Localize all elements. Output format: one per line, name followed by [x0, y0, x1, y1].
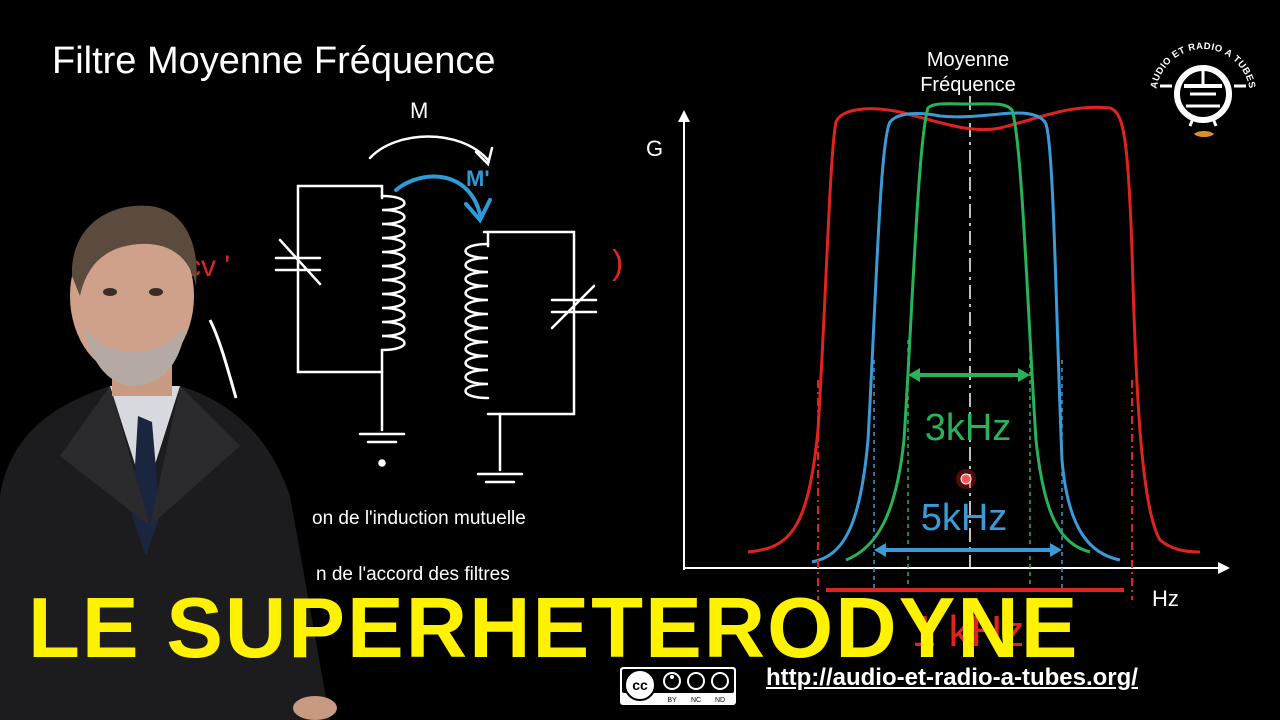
left-coil: [380, 194, 406, 352]
y-axis-label: G: [646, 136, 663, 161]
right-coil: [464, 242, 490, 400]
caption-mutual-induction: on de l'induction mutuelle: [312, 508, 526, 529]
left-capacitor-arrow: [278, 238, 322, 286]
x-axis-arrow: [1218, 562, 1230, 574]
video-title-banner: LE SUPERHETERODYNE: [28, 581, 1080, 676]
peak-label-line1: Moyenne: [927, 49, 1009, 71]
cc-icon: cc: [632, 677, 648, 693]
site-logo: AUDIO ET RADIO A TUBES: [1149, 41, 1257, 137]
nc-icon: NC: [691, 697, 701, 704]
mutual-induction-arrow: [368, 135, 490, 162]
right-capacitor-arrow: [550, 284, 596, 330]
green-curve: [845, 102, 1091, 562]
left-tank-wire: [296, 184, 384, 374]
right-tank-wire: [482, 230, 576, 416]
x-axis-label: Hz: [1152, 586, 1179, 611]
website-link[interactable]: http://audio-et-radio-a-tubes.org/: [766, 664, 1138, 691]
blue-curve: [811, 111, 1121, 564]
m-label: M: [410, 98, 428, 123]
blue-bandwidth-label: 5kHz: [921, 497, 1008, 539]
partial-right-annotation: ): [612, 244, 623, 282]
laser-pointer: [960, 473, 972, 485]
presenter-figure: [0, 205, 337, 720]
nd-icon: ND: [715, 697, 725, 704]
blue-mutual-arrow: [394, 174, 482, 216]
red-curve: [747, 105, 1201, 554]
y-axis-arrow: [678, 110, 690, 122]
green-bandwidth-label: 3kHz: [925, 407, 1012, 449]
creative-commons-badge[interactable]: cc BY NC ND: [620, 667, 736, 705]
red-bandwidth-label: 1 kHz: [912, 607, 1024, 656]
peak-label-line2: Fréquence: [920, 74, 1016, 96]
m-prime-label: M': [466, 166, 490, 191]
slide-title: Filtre Moyenne Fréquence: [52, 40, 496, 82]
caption-filter-tuning: n de l'accord des filtres: [316, 564, 510, 585]
by-icon: BY: [667, 697, 677, 704]
